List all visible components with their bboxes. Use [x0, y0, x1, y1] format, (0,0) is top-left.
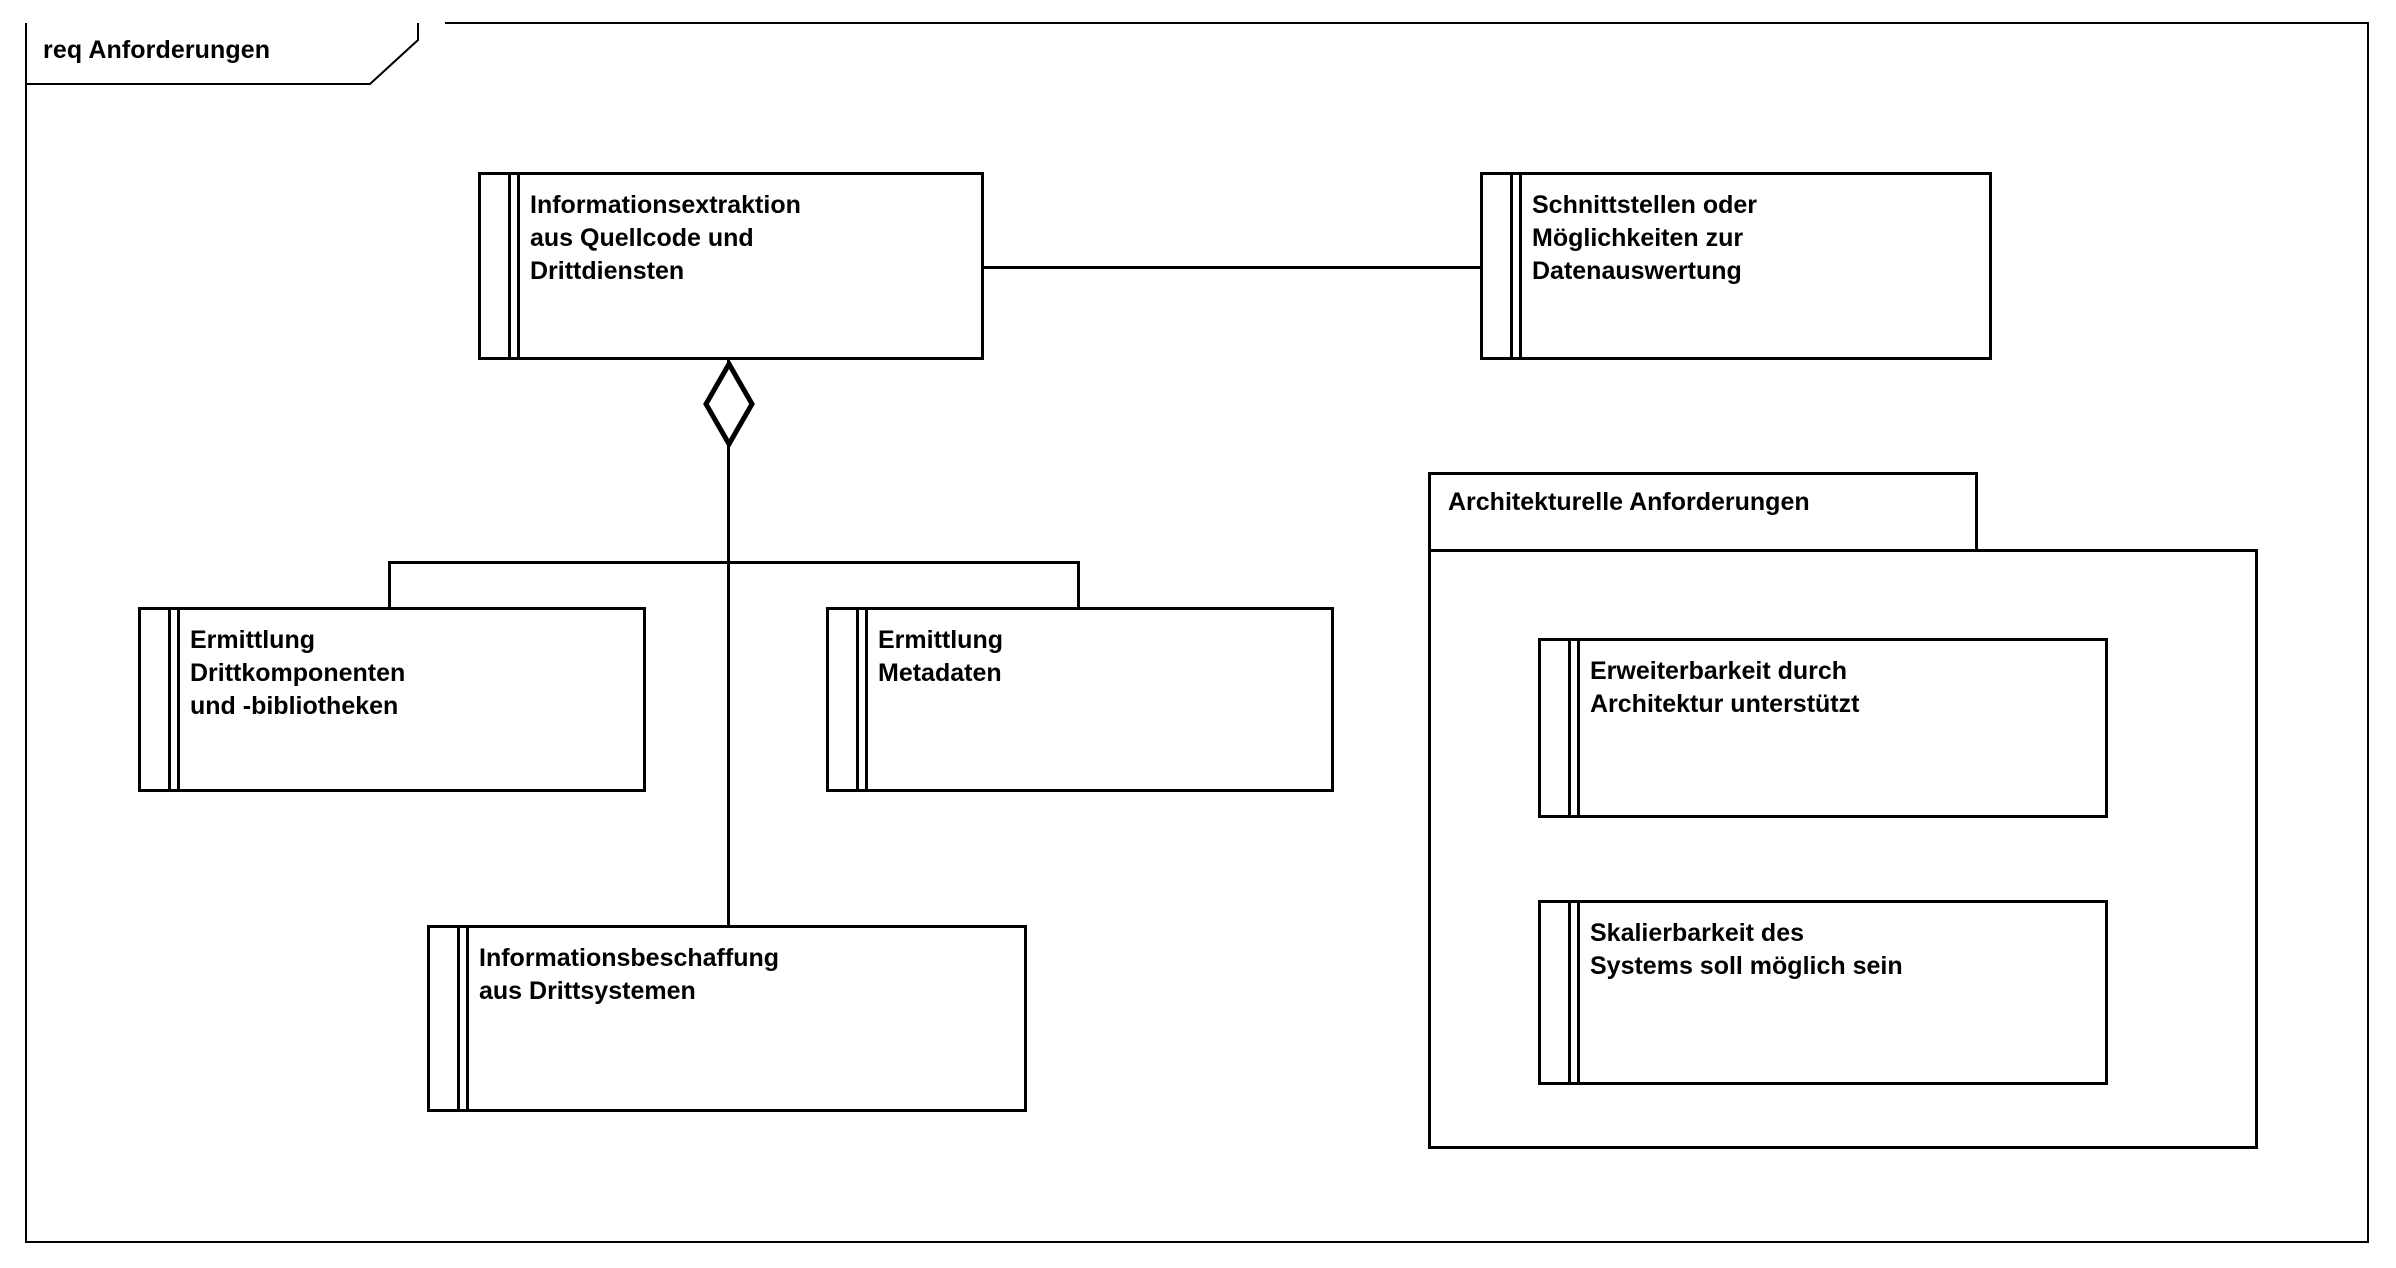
requirement-line-1: Erweiterbarkeit durch [1590, 657, 1848, 685]
requirement-line-1: Informationsextraktion [530, 191, 801, 219]
requirement-handle-bar-1 [1568, 638, 1571, 818]
requirement-handle-bar-1 [168, 607, 171, 792]
requirement-handle-bar-2 [865, 607, 868, 792]
edge-branch-metadaten [1077, 561, 1080, 609]
requirement-line-1: Schnittstellen oder [1532, 191, 1758, 219]
package-title: Architekturelle Anforderungen [1448, 488, 1810, 516]
aggregation-diamond [700, 358, 758, 453]
requirement-text: Informationsbeschaffung aus Drittsysteme… [479, 928, 1016, 1109]
requirement-handle-bar-1 [1510, 172, 1513, 360]
requirement-line-2: aus Drittsystemen [479, 977, 696, 1005]
requirement-erweiterbarkeit[interactable]: Erweiterbarkeit durch Architektur unters… [1538, 638, 2108, 818]
requirement-informationsextraktion[interactable]: Informationsextraktion aus Quellcode und… [478, 172, 984, 360]
edge-association-horizontal [984, 266, 1480, 269]
requirement-schnittstellen[interactable]: Schnittstellen oder Möglichkeiten zur Da… [1480, 172, 1992, 360]
requirement-text: Ermittlung Metadaten [878, 610, 1323, 789]
requirement-line-2: Architektur unterstützt [1590, 690, 1860, 718]
requirement-handle-bar-1 [508, 172, 511, 360]
edge-aggregation-stem-main [727, 442, 730, 925]
requirement-text: Skalierbarkeit des Systems soll möglich … [1590, 903, 2097, 1082]
requirement-line-3: Datenauswertung [1532, 257, 1742, 285]
requirement-drittkomponenten[interactable]: Ermittlung Drittkomponenten und -bibliot… [138, 607, 646, 792]
requirement-line-1: Informationsbeschaffung [479, 944, 780, 972]
requirement-line-2: Metadaten [878, 659, 1002, 687]
requirement-line-3: und -bibliotheken [190, 692, 399, 720]
edge-distribution-bar [388, 561, 1080, 564]
requirement-handle-bar-1 [856, 607, 859, 792]
requirement-text: Erweiterbarkeit durch Architektur unters… [1590, 641, 2097, 815]
requirement-handle-bar-2 [1577, 638, 1580, 818]
requirement-line-3: Drittdiensten [530, 257, 685, 285]
requirement-line-2: aus Quellcode und [530, 224, 754, 252]
requirement-text: Ermittlung Drittkomponenten und -bibliot… [190, 610, 635, 789]
diagram-frame-tab: req Anforderungen [25, 22, 445, 85]
requirement-handle-bar-2 [177, 607, 180, 792]
aggregation-diamond-shape [703, 358, 755, 450]
requirement-line-2: Möglichkeiten zur [1532, 224, 1744, 252]
requirement-line-2: Systems soll möglich sein [1590, 952, 1903, 980]
requirement-line-1: Skalierbarkeit des [1590, 919, 1805, 947]
requirement-line-1: Ermittlung [190, 626, 315, 654]
requirement-skalierbarkeit[interactable]: Skalierbarkeit des Systems soll möglich … [1538, 900, 2108, 1085]
requirement-handle-bar-1 [457, 925, 460, 1112]
requirement-handle-bar-2 [517, 172, 520, 360]
requirement-text: Informationsextraktion aus Quellcode und… [530, 175, 973, 357]
frame-tab-shape [25, 23, 419, 85]
requirement-handle-bar-2 [1519, 172, 1522, 360]
requirement-handle-bar-1 [1568, 900, 1571, 1085]
requirement-line-1: Ermittlung [878, 626, 1003, 654]
requirement-handle-bar-2 [1577, 900, 1580, 1085]
diagram-title: req Anforderungen [43, 36, 271, 64]
requirement-handle-bar-2 [466, 925, 469, 1112]
requirement-metadaten[interactable]: Ermittlung Metadaten [826, 607, 1334, 792]
requirement-text: Schnittstellen oder Möglichkeiten zur Da… [1532, 175, 1981, 357]
edge-branch-drittkomponenten [388, 561, 391, 609]
requirement-line-2: Drittkomponenten [190, 659, 406, 687]
requirement-informationsbeschaffung[interactable]: Informationsbeschaffung aus Drittsysteme… [427, 925, 1027, 1112]
package-tab-architekturelle-anforderungen: Architekturelle Anforderungen [1428, 472, 1978, 552]
